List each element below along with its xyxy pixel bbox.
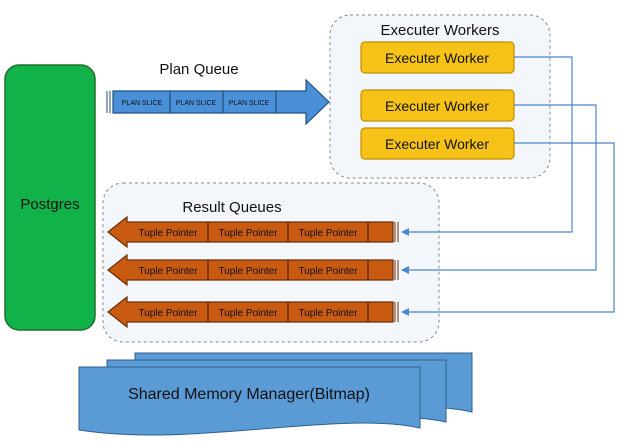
tuple-pointer-cell: Tuple Pointer [298, 308, 358, 319]
tuple-pointer-cell: Tuple Pointer [138, 266, 198, 277]
postgres-rect [4, 64, 96, 331]
connector-worker-2-to-queue-2 [401, 104, 597, 274]
result-queue-arrow [107, 253, 394, 287]
result-queue-1: Tuple Pointer Tuple Pointer Tuple Pointe… [107, 215, 399, 249]
memory-label: Shared Memory Manager(Bitmap) [128, 386, 370, 403]
executer-workers-group: Executer Workers Executer Worker Execute… [329, 14, 551, 179]
executer-worker-3: Executer Worker [360, 127, 515, 160]
plan-slice-cell: PLAN SLICE [176, 100, 217, 107]
result-queue-2: Tuple Pointer Tuple Pointer Tuple Pointe… [107, 253, 399, 287]
worker-connectors [401, 56, 615, 316]
result-queue-arrow [107, 295, 394, 329]
result-queues-group: Result Queues Tuple Pointer Tuple Pointe… [102, 182, 440, 343]
executer-worker-label: Executer Worker [385, 136, 489, 152]
postgres-label: Postgres [20, 196, 79, 213]
executer-worker-2: Executer Worker [360, 89, 515, 122]
tuple-pointer-cell: Tuple Pointer [298, 266, 358, 277]
result-queue-3: Tuple Pointer Tuple Pointer Tuple Pointe… [107, 295, 399, 329]
shared-memory-manager: Shared Memory Manager(Bitmap) [78, 352, 473, 436]
connector-worker-1-to-queue-1 [401, 56, 573, 236]
tuple-pointer-cell: Tuple Pointer [138, 308, 198, 319]
tuple-pointer-cell: Tuple Pointer [138, 228, 198, 239]
result-queue-arrow [107, 215, 394, 249]
tuple-pointer-cell: Tuple Pointer [218, 308, 278, 319]
plan-slice-cell: PLAN SLICE [122, 100, 163, 107]
result-queues-title: Result Queues [182, 199, 281, 216]
memory-page-front [78, 366, 421, 436]
plan-queue-arrow [112, 78, 330, 126]
executer-workers-title: Executer Workers [381, 22, 500, 39]
tuple-pointer-cell: Tuple Pointer [298, 228, 358, 239]
connector-worker-3-to-queue-3 [401, 142, 615, 316]
executer-worker-label: Executer Worker [385, 50, 489, 66]
plan-queue-title: Plan Queue [159, 61, 238, 78]
tuple-pointer-cell: Tuple Pointer [218, 228, 278, 239]
tuple-pointer-cell: Tuple Pointer [218, 266, 278, 277]
plan-queue: Plan Queue PLAN SLICE PLAN SLICE PLAN SL… [106, 61, 330, 126]
executer-worker-1: Executer Worker [360, 41, 515, 74]
postgres-block: Postgres [4, 64, 96, 331]
plan-slice-cell: PLAN SLICE [229, 100, 270, 107]
executer-worker-label: Executer Worker [385, 98, 489, 114]
